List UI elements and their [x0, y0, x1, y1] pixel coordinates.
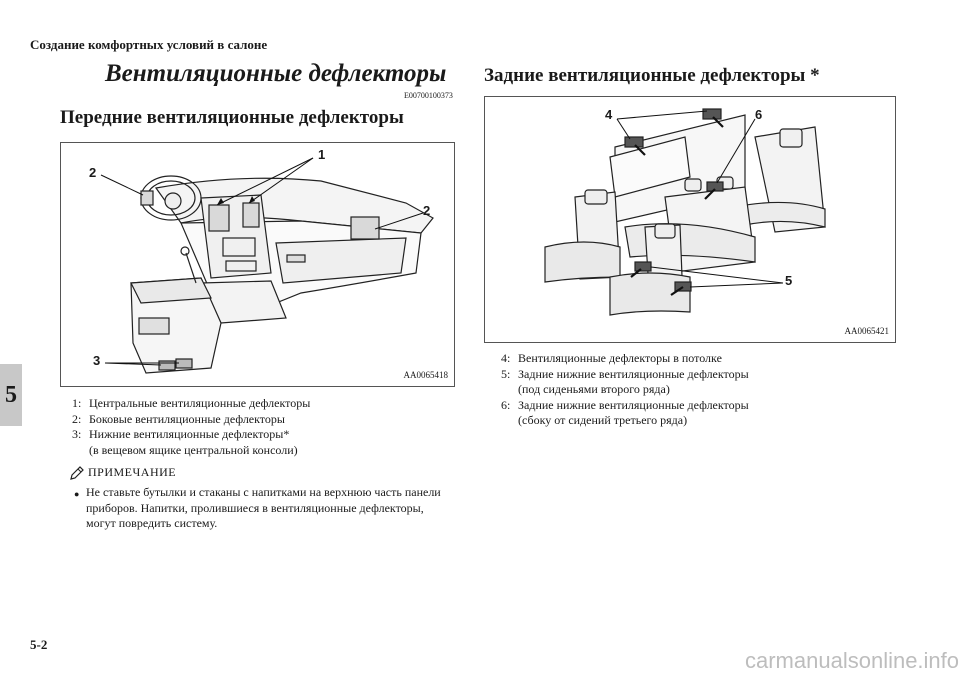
list-item: 3:Нижние вентиляционные дефлекторы* [72, 427, 290, 441]
rear-legend-list: 4:Вентиляционные дефлекторы в потолке 5:… [501, 351, 891, 429]
callout-2-right: 2 [423, 203, 431, 218]
note-heading: ПРИМЕЧАНИЕ [70, 465, 176, 480]
front-vents-figure: 2 1 2 3 AA0065418 [60, 142, 455, 387]
callout-3: 3 [93, 353, 101, 368]
callout-5: 5 [785, 273, 793, 288]
callout-2-left: 2 [89, 165, 97, 180]
front-heading: Передние вентиляционные дефлекторы [60, 107, 404, 128]
list-item: (сбоку от сидений третьего ряда) [518, 413, 688, 427]
chapter-tab: 5 [0, 364, 22, 426]
front-figure-code: AA0065418 [403, 370, 449, 380]
callout-4: 4 [605, 107, 613, 122]
front-legend-list: 1:Центральные вентиляционные дефлекторы … [72, 396, 452, 458]
doc-code: E00700100373 [404, 91, 453, 100]
rear-heading: Задние вентиляционные дефлекторы * [484, 65, 820, 86]
list-item: 2:Боковые вентиляционные дефлекторы [72, 411, 285, 426]
bullet-icon: ● [74, 489, 80, 499]
callout-6: 6 [755, 107, 763, 122]
watermark: carmanualsonline.info [745, 648, 960, 673]
rear-seats-illustration [544, 108, 826, 316]
note-body: ● Не ставьте бутылки и стаканы с напитка… [74, 485, 454, 532]
list-item: 5:Задние нижние вентиляционные дефлектор… [501, 366, 749, 381]
note-text: Не ставьте бутылки и стаканы с напитками… [86, 485, 441, 530]
page-number: 5-2 [30, 637, 48, 652]
list-item: (под сиденьями второго ряда) [518, 382, 670, 396]
pencil-note-icon [70, 465, 84, 480]
list-item: (в вещевом ящике центральной консоли) [89, 442, 298, 457]
list-item: 4:Вентиляционные дефлекторы в потолке [501, 351, 722, 365]
main-title: Вентиляционные дефлекторы [105, 60, 447, 87]
list-item: 6:Задние нижние вентиляционные дефлектор… [501, 397, 749, 412]
note-label: ПРИМЕЧАНИЕ [88, 465, 177, 479]
list-item: 1:Центральные вентиляционные дефлекторы [72, 396, 311, 410]
callout-1: 1 [318, 147, 326, 162]
section-header: Создание комфортных условий в салоне [30, 37, 268, 52]
rear-vents-figure: 4 6 5 AA0065421 [484, 96, 896, 343]
dashboard-illustration [100, 157, 434, 374]
rear-figure-code: AA0065421 [844, 326, 890, 336]
